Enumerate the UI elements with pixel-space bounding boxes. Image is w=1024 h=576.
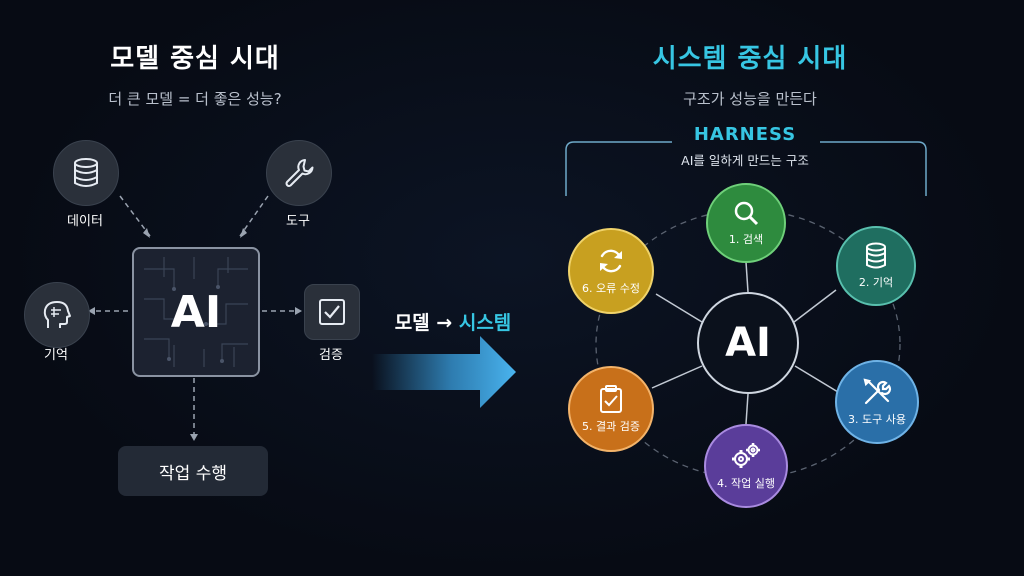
- gears-icon: [732, 443, 760, 468]
- node-fix: 6. 오류 수정: [568, 228, 654, 314]
- verify-label: 검증: [319, 348, 343, 363]
- node-fix-label: 6. 오류 수정: [582, 282, 640, 295]
- transition-label: 모델 → 시스템: [368, 308, 538, 335]
- database-icon: [866, 242, 886, 269]
- checkbox-icon: [319, 299, 345, 325]
- wrench-screwdriver-icon: [863, 378, 892, 405]
- center-ai: AI: [697, 292, 799, 394]
- transition-from: 모델: [394, 312, 430, 334]
- node-execute-label: 4. 작업 실행: [717, 477, 775, 490]
- refresh-icon: [600, 249, 622, 273]
- ai-chip: AI: [132, 247, 260, 377]
- node-memory-label: 2. 기억: [858, 276, 894, 289]
- ai-chip-label: AI: [170, 286, 222, 338]
- node-verify-label: 5. 결과 검증: [582, 420, 640, 433]
- node-execute: 4. 작업 실행: [704, 424, 788, 508]
- head-brain-icon: [43, 301, 71, 328]
- node-search: 1. 검색: [706, 183, 786, 263]
- harness-title: HARNESS: [693, 124, 797, 145]
- node-search-label: 1. 검색: [728, 233, 764, 246]
- data-label: 데이터: [67, 214, 103, 229]
- transition-to: 시스템: [458, 312, 512, 334]
- transition-arrow: [372, 336, 516, 408]
- tools-node: [266, 140, 332, 206]
- tools-label: 도구: [286, 214, 310, 229]
- right-subtitle: 구조가 성능을 만든다: [683, 90, 817, 108]
- node-memory: 2. 기억: [836, 226, 916, 306]
- node-tools: 3. 도구 사용: [835, 360, 919, 444]
- data-node: [53, 140, 119, 206]
- database-icon: [74, 158, 98, 187]
- harness-subtitle: AI를 일하게 만드는 구조: [681, 153, 809, 168]
- left-subtitle: 더 큰 모델 = 더 좋은 성능?: [108, 90, 282, 108]
- transition-arrow-glyph: →: [436, 312, 453, 334]
- magnifier-icon: [734, 201, 759, 226]
- memory-node: [24, 282, 90, 348]
- node-verify: 5. 결과 검증: [568, 366, 654, 452]
- node-tools-label: 3. 도구 사용: [848, 413, 906, 426]
- wrench-icon: [285, 159, 314, 187]
- verify-node: [304, 284, 360, 340]
- clipboard-check-icon: [600, 385, 622, 413]
- left-title: 모델 중심 시대: [110, 44, 280, 74]
- circuit-pattern-icon: [144, 257, 248, 367]
- memory-label: 기억: [44, 348, 68, 363]
- right-title: 시스템 중심 시대: [652, 44, 848, 74]
- task-box: 작업 수행: [118, 446, 268, 496]
